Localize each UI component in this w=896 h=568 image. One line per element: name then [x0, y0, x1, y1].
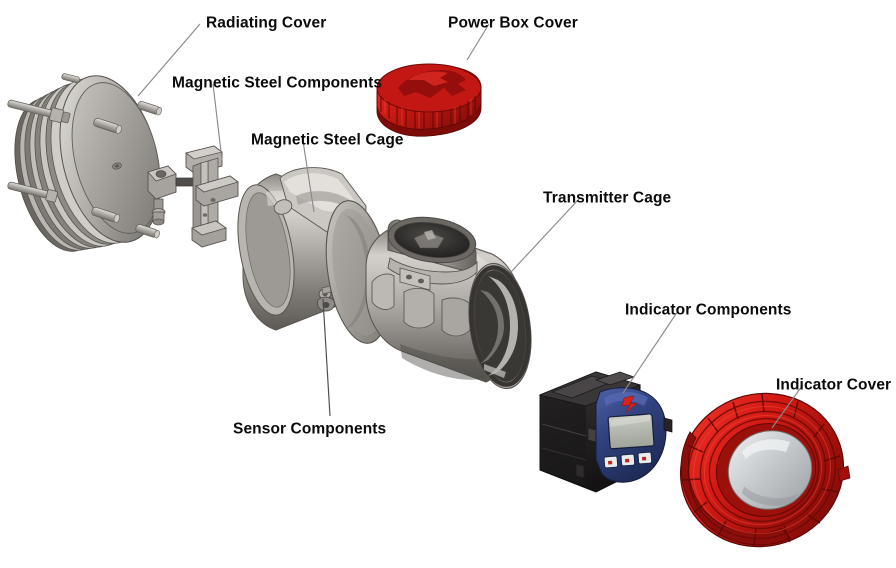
leader-sensor-components: [322, 298, 331, 417]
indicator-logo-icon: [621, 395, 638, 414]
leader-radiating-cover: [137, 23, 201, 97]
part-sensor-components: [317, 285, 335, 312]
leader-lines: [137, 23, 803, 429]
leader-indicator-cover: [771, 385, 803, 429]
transmitter-side-pads: [371, 273, 471, 337]
callout-label-indicator-components: Indicator Components: [625, 301, 791, 318]
callout-label-indicator-cover: Indicator Cover: [776, 376, 891, 393]
msc-bracket-plates: [185, 145, 239, 248]
callout-label-radiating-cover: Radiating Cover: [206, 14, 326, 31]
leader-transmitter-cage: [510, 198, 580, 273]
part-indicator-cover: [679, 392, 851, 548]
leader-magnetic-steel-components: [212, 83, 223, 161]
leader-indicator-components: [622, 310, 679, 394]
callout-labels: Radiating Cover Magnetic Steel Component…: [172, 14, 891, 437]
callout-label-magnetic-steel-cage: Magnetic Steel Cage: [251, 131, 404, 148]
callout-label-power-box-cover: Power Box Cover: [448, 14, 578, 31]
part-indicator-components: [538, 371, 673, 493]
callout-label-sensor-components: Sensor Components: [233, 420, 386, 437]
callout-label-magnetic-steel-components: Magnetic Steel Components: [172, 74, 382, 91]
callout-label-transmitter-cage: Transmitter Cage: [543, 189, 672, 206]
leader-power-box-cover: [466, 23, 490, 61]
part-transmitter-cage: [365, 216, 532, 390]
indicator-keypad[interactable]: [603, 451, 653, 469]
radiating-cover-face-bolts: [91, 101, 162, 239]
leader-magnetic-steel-cage: [302, 140, 315, 213]
part-radiating-cover: [7, 73, 162, 252]
part-magnetic-steel-components: [147, 145, 239, 248]
part-power-box-cover: [376, 63, 482, 137]
transmitter-neck: [387, 216, 478, 291]
radiating-cover-side-studs: [7, 73, 80, 203]
msc-block-fitting: [147, 165, 199, 226]
